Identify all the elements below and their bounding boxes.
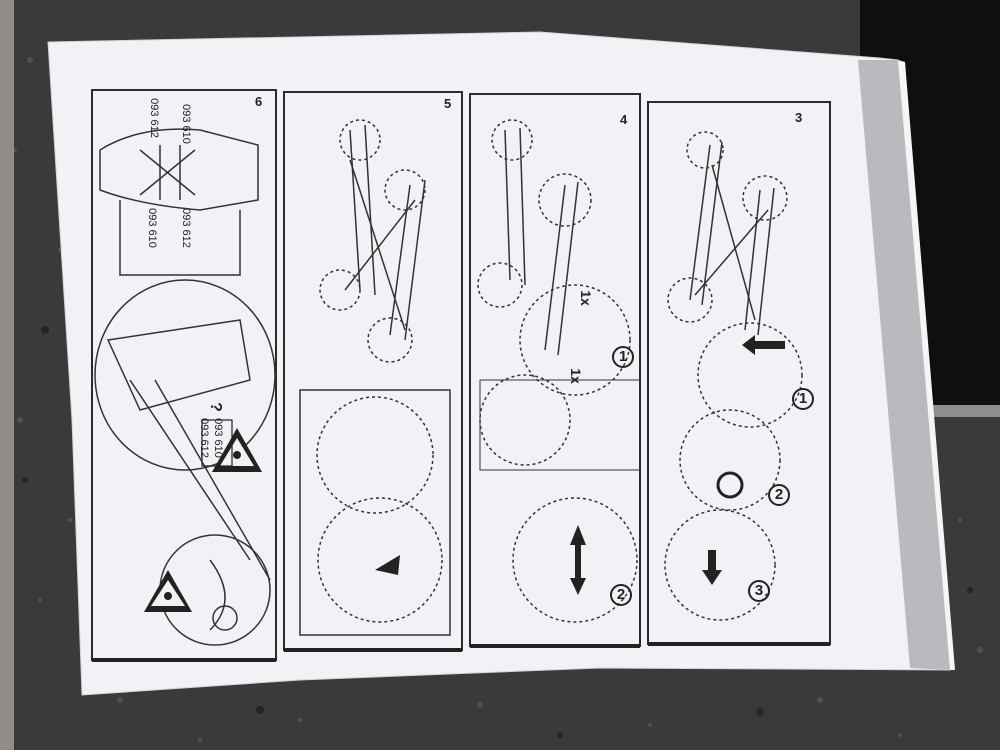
panel-3-step-3: 3: [748, 580, 770, 602]
sheet-grey-stripe: [858, 60, 950, 670]
quantity-label-b: 1x: [567, 368, 584, 384]
instruction-sheet: [47, 31, 951, 696]
panel-3-arrows: [702, 335, 785, 585]
quantity-label-a: 1x: [577, 290, 594, 306]
warning-code-b: 093 612: [197, 418, 210, 458]
panel-5-drawing: [299, 119, 451, 636]
question-mark: ?: [206, 402, 224, 412]
panel-5-number: 5: [444, 96, 452, 111]
warning-code-a: 093 610: [211, 418, 224, 458]
panel-4-step-2: 2: [610, 584, 632, 606]
warning-triangle-icon: [212, 428, 262, 472]
panel-6-drawing: [94, 128, 276, 646]
panel-4-arrows: [570, 525, 586, 595]
granite-speckles: [13, 57, 983, 742]
warning-triangle-icon-lower: [144, 570, 192, 612]
panel-3-number: 3: [795, 110, 803, 125]
panel-3-drawing: [664, 131, 803, 621]
panel-4-number: 4: [620, 112, 628, 127]
panel-3-step-2: 2: [768, 484, 790, 506]
part-code-top-a: 093 610: [179, 104, 192, 144]
panel-4-drawing: [477, 119, 641, 623]
panel-4-step-1: 1: [612, 346, 634, 368]
part-code-top-b: 093 612: [147, 98, 160, 138]
rotate-icon: [716, 471, 744, 499]
panel-6-number: 6: [255, 94, 263, 109]
part-code-mid-a: 093 610: [145, 208, 158, 248]
panel-3-step-1: 1: [792, 388, 814, 410]
part-code-mid-b: 093 612: [179, 208, 192, 248]
